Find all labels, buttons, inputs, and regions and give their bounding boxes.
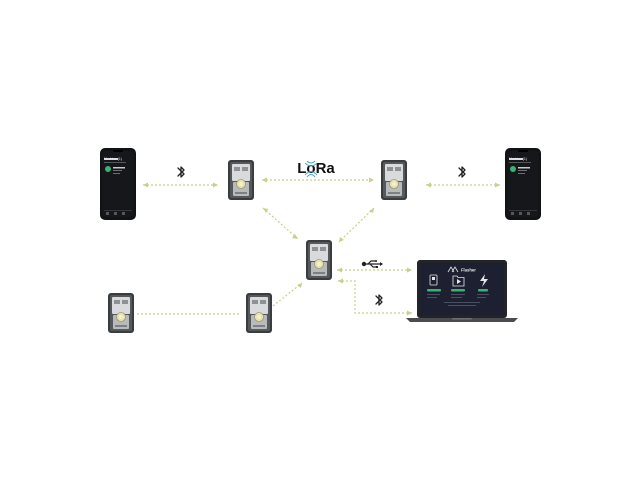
connection-lines [137, 179, 500, 315]
select-device-button [427, 289, 441, 292]
flasher-logo-icon [447, 266, 459, 273]
radio-waves-icon [304, 160, 318, 178]
link-node-right-to-center [338, 207, 375, 243]
node-device-bottom-left [107, 292, 135, 334]
file-icon [429, 274, 438, 286]
folder-icon [452, 275, 465, 287]
flasher-app-name: Flasher [461, 268, 476, 273]
phone-left: Meshtas (1) [100, 148, 136, 220]
phone-right-title: Meshtas (1) [509, 157, 527, 161]
node-device-center [305, 239, 333, 281]
laptop: Flasher [406, 260, 518, 322]
phone-left-title: Meshtas (1) [104, 157, 122, 161]
node-device-bottom-middle [245, 292, 273, 334]
node-device-top-left [227, 159, 255, 201]
bluetooth-icon [177, 166, 185, 178]
lora-logo: LoRa [297, 160, 335, 178]
lightning-icon [480, 274, 488, 287]
bluetooth-icon [458, 166, 466, 178]
link-center-bluetooth [338, 280, 412, 314]
node-device-top-right [380, 159, 408, 201]
arrowheads [143, 177, 500, 316]
select-firmware-button [451, 289, 465, 292]
laptop-placeholder-text [427, 294, 489, 306]
flasher-app-header: Flasher [447, 266, 476, 273]
link-bottom-node-to-center [272, 282, 303, 307]
laptop-base [406, 318, 518, 322]
link-node-left-to-center [262, 207, 299, 240]
phone-right: Meshtas (1) [505, 148, 541, 220]
bluetooth-icon [375, 294, 383, 306]
flash-button [478, 289, 488, 292]
usb-icon [361, 260, 383, 268]
